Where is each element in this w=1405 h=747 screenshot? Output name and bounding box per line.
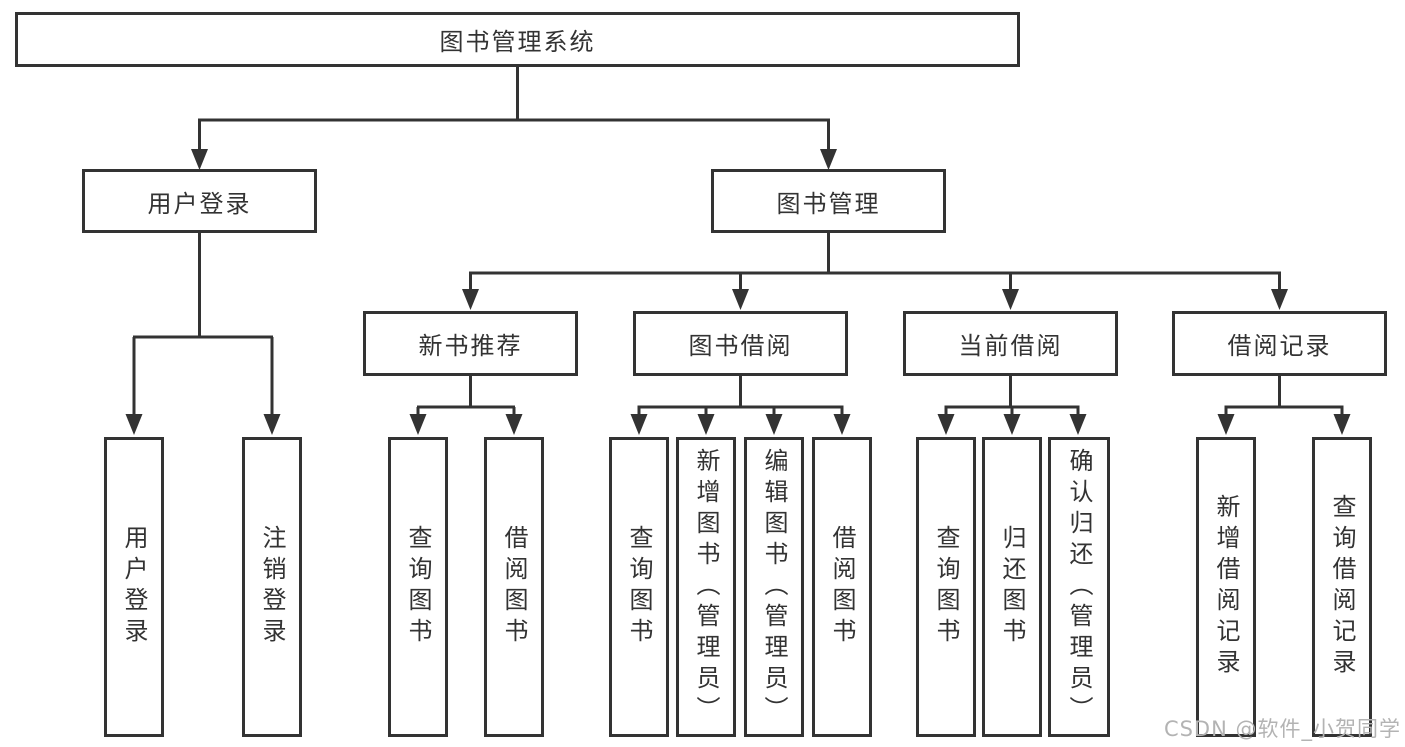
- leaf-borrow-books: 借阅图书: [812, 437, 872, 737]
- node-current-borrowing: 当前借阅: [903, 311, 1118, 376]
- node-label: 新书推荐: [418, 332, 523, 360]
- watermark: CSDN @软件_小贺同学: [1163, 717, 1401, 741]
- leaf-query-books-recommend: 查询图书: [388, 437, 448, 737]
- node-label: 图书管理: [776, 189, 881, 218]
- node-book-management-group: 图书管理: [711, 169, 946, 233]
- leaf-add-books-admin: 新增图书（管理员）: [676, 437, 736, 737]
- leaf-add-borrow-record: 新增借阅记录: [1196, 437, 1256, 737]
- leaf-label: 查询图书: [932, 525, 960, 649]
- leaf-user-login: 用户登录: [104, 437, 164, 737]
- leaf-edit-books-admin: 编辑图书（管理员）: [744, 437, 804, 737]
- leaf-query-books-borrowing: 查询图书: [609, 437, 669, 737]
- leaf-label: 确认归还（管理员）: [1065, 447, 1093, 727]
- node-label: 用户登录: [147, 189, 252, 218]
- leaf-return-books: 归还图书: [982, 437, 1042, 737]
- leaf-label: 编辑图书（管理员）: [760, 447, 788, 727]
- leaf-label: 注销登录: [258, 525, 286, 649]
- leaf-label: 借阅图书: [828, 525, 856, 649]
- leaf-query-books-current: 查询图书: [916, 437, 976, 737]
- node-label: 当前借阅: [958, 332, 1063, 360]
- node-user-login-group: 用户登录: [82, 169, 317, 233]
- node-new-book-recommendation: 新书推荐: [363, 311, 578, 376]
- leaf-label: 查询图书: [625, 525, 653, 649]
- leaf-label: 查询图书: [404, 525, 432, 649]
- leaf-label: 新增借阅记录: [1212, 494, 1240, 680]
- leaf-label: 归还图书: [998, 525, 1026, 649]
- leaf-logout: 注销登录: [242, 437, 302, 737]
- node-label: 图书管理系统: [439, 28, 596, 56]
- node-library-management-system: 图书管理系统: [15, 12, 1020, 67]
- leaf-confirm-return-admin: 确认归还（管理员）: [1048, 437, 1110, 737]
- leaf-label: 用户登录: [120, 525, 148, 649]
- node-book-borrowing: 图书借阅: [633, 311, 848, 376]
- leaf-borrow-books-recommend: 借阅图书: [484, 437, 544, 737]
- leaf-label: 借阅图书: [500, 525, 528, 649]
- node-label: 借阅记录: [1227, 332, 1332, 360]
- leaf-label: 查询借阅记录: [1328, 494, 1356, 680]
- leaf-label: 新增图书（管理员）: [692, 447, 720, 727]
- node-borrowing-records: 借阅记录: [1172, 311, 1387, 376]
- node-label: 图书借阅: [688, 332, 793, 360]
- leaf-query-borrow-record: 查询借阅记录: [1312, 437, 1372, 737]
